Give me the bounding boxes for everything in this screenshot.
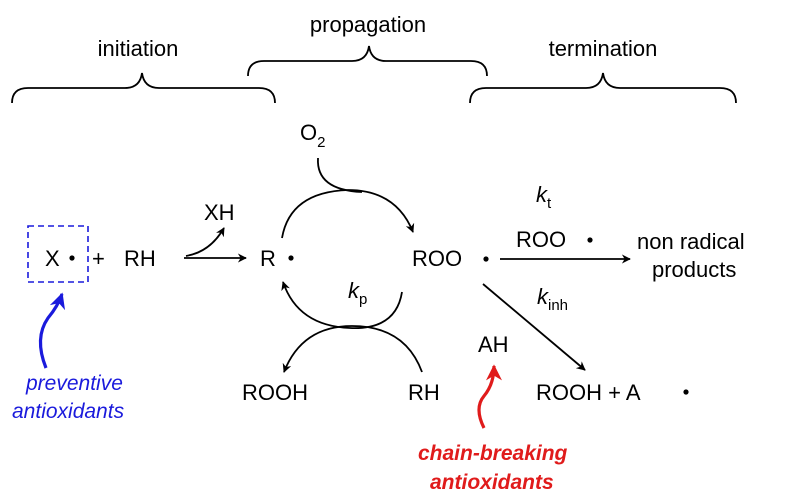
r-radical-label: R: [260, 246, 276, 271]
x-radical-label: X: [45, 246, 60, 271]
non-radical-products-line1: non radical: [637, 229, 745, 254]
x-radical-dot: [69, 255, 75, 261]
roo-reagent-label: ROO: [516, 227, 566, 252]
kt-label: kt: [536, 182, 552, 212]
rooh-a-label: ROOH + A: [536, 380, 641, 405]
rooh-left-label: ROOH: [242, 380, 308, 405]
a-radical-dot: [683, 389, 689, 395]
rh-to-rooh-arrow: [282, 325, 423, 373]
inhibition-arrow: [482, 283, 586, 371]
roo-radical-label: ROO: [412, 246, 462, 271]
cycle-top-arrow: [281, 189, 415, 239]
rh-left-label: RH: [124, 246, 156, 271]
o2-label: O2: [300, 120, 325, 151]
initiation-label: initiation: [98, 36, 179, 61]
cycle-bottom-arrow: [281, 281, 403, 329]
chain-breaking-label-line1: chain-breaking: [418, 442, 568, 465]
kp-label: kp: [348, 278, 367, 308]
preventive-arrow: [38, 292, 66, 369]
termination-label: termination: [549, 36, 658, 61]
o2-uptake-arrow: [317, 157, 363, 193]
r-radical-dot: [288, 255, 294, 261]
rh-bottom-label: RH: [408, 380, 440, 405]
plus-sign: +: [92, 246, 105, 271]
propagation-label: propagation: [310, 12, 426, 37]
kinh-label: kinh: [537, 284, 568, 314]
xh-release-arrow: [185, 227, 225, 257]
propagation-brace: [247, 45, 488, 77]
x-radical-box: [27, 225, 89, 283]
xh-label: XH: [204, 200, 235, 225]
initiation-brace: [11, 72, 276, 104]
preventive-label-line2: antioxidants: [12, 400, 125, 423]
preventive-label-line1: preventive: [25, 372, 123, 395]
chain-breaking-arrow: [477, 364, 502, 429]
chain-breaking-label-line2: antioxidants: [430, 471, 554, 493]
roo-reagent-dot: [587, 237, 593, 243]
termination-brace: [469, 72, 737, 104]
ah-label: AH: [478, 332, 509, 357]
non-radical-products-line2: products: [652, 257, 736, 282]
roo-radical-dot: [483, 256, 489, 262]
